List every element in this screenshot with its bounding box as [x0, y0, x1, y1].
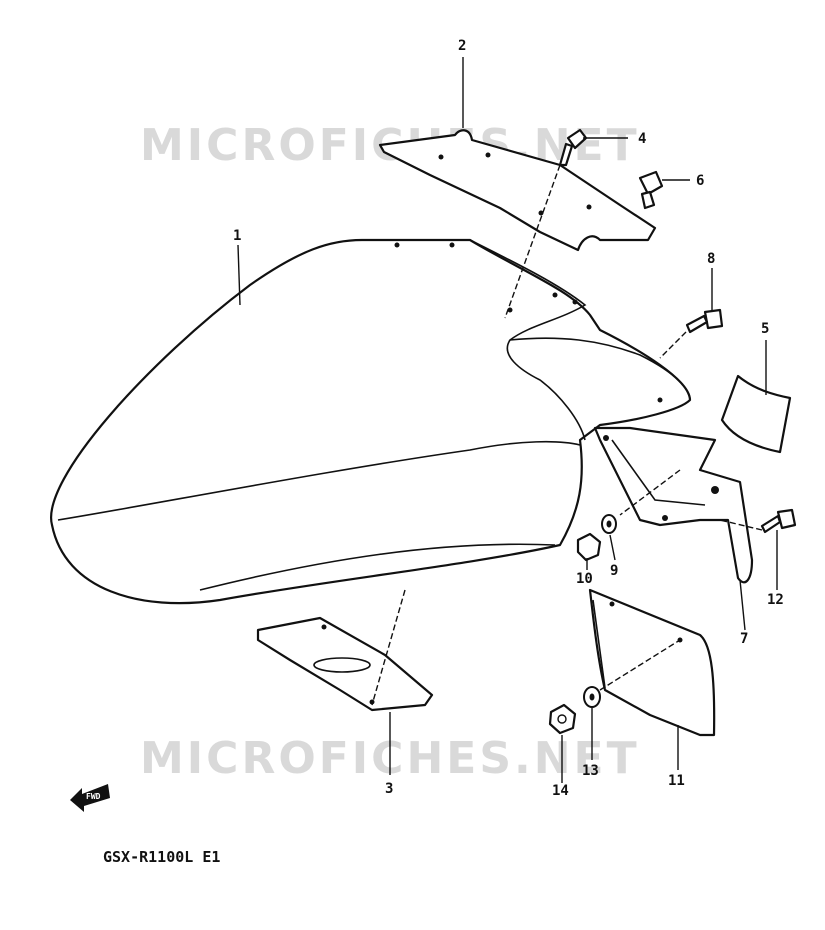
callout-5: 5	[761, 321, 769, 337]
callout-7: 7	[740, 631, 748, 647]
callout-12: 12	[767, 592, 784, 608]
callout-13: 13	[582, 763, 599, 779]
callout-11: 11	[668, 773, 685, 789]
bolt-part-12	[760, 508, 797, 534]
nut-part-14	[548, 703, 577, 735]
callout-2: 2	[458, 38, 466, 54]
washer-part-9	[601, 514, 617, 534]
mudflap-part-11	[588, 588, 716, 737]
lower-brace	[256, 616, 434, 712]
leader-lines	[237, 57, 778, 783]
washer-part-13	[583, 686, 601, 708]
forward-arrow-label: FWD	[86, 792, 101, 801]
pad-part-5	[720, 374, 792, 454]
nut-part-10	[576, 532, 602, 562]
callout-8: 8	[707, 251, 715, 267]
callout-3: 3	[385, 781, 393, 797]
bolt-part-6	[638, 170, 664, 210]
callout-1: 1	[233, 228, 241, 244]
front-fender	[50, 238, 692, 605]
model-label: GSX-R1100L E1	[103, 848, 220, 866]
callout-10: 10	[576, 571, 593, 587]
callout-14: 14	[552, 783, 569, 799]
callout-4: 4	[638, 131, 646, 147]
forward-arrow-icon: FWD	[70, 784, 110, 812]
callout-9: 9	[610, 563, 618, 579]
bolt-part-8	[685, 308, 724, 334]
callout-6: 6	[696, 173, 704, 189]
bracket-part-7	[593, 426, 754, 584]
watermark-bottom: MICROFICHES.NET	[140, 733, 640, 784]
upper-brace	[378, 129, 657, 252]
